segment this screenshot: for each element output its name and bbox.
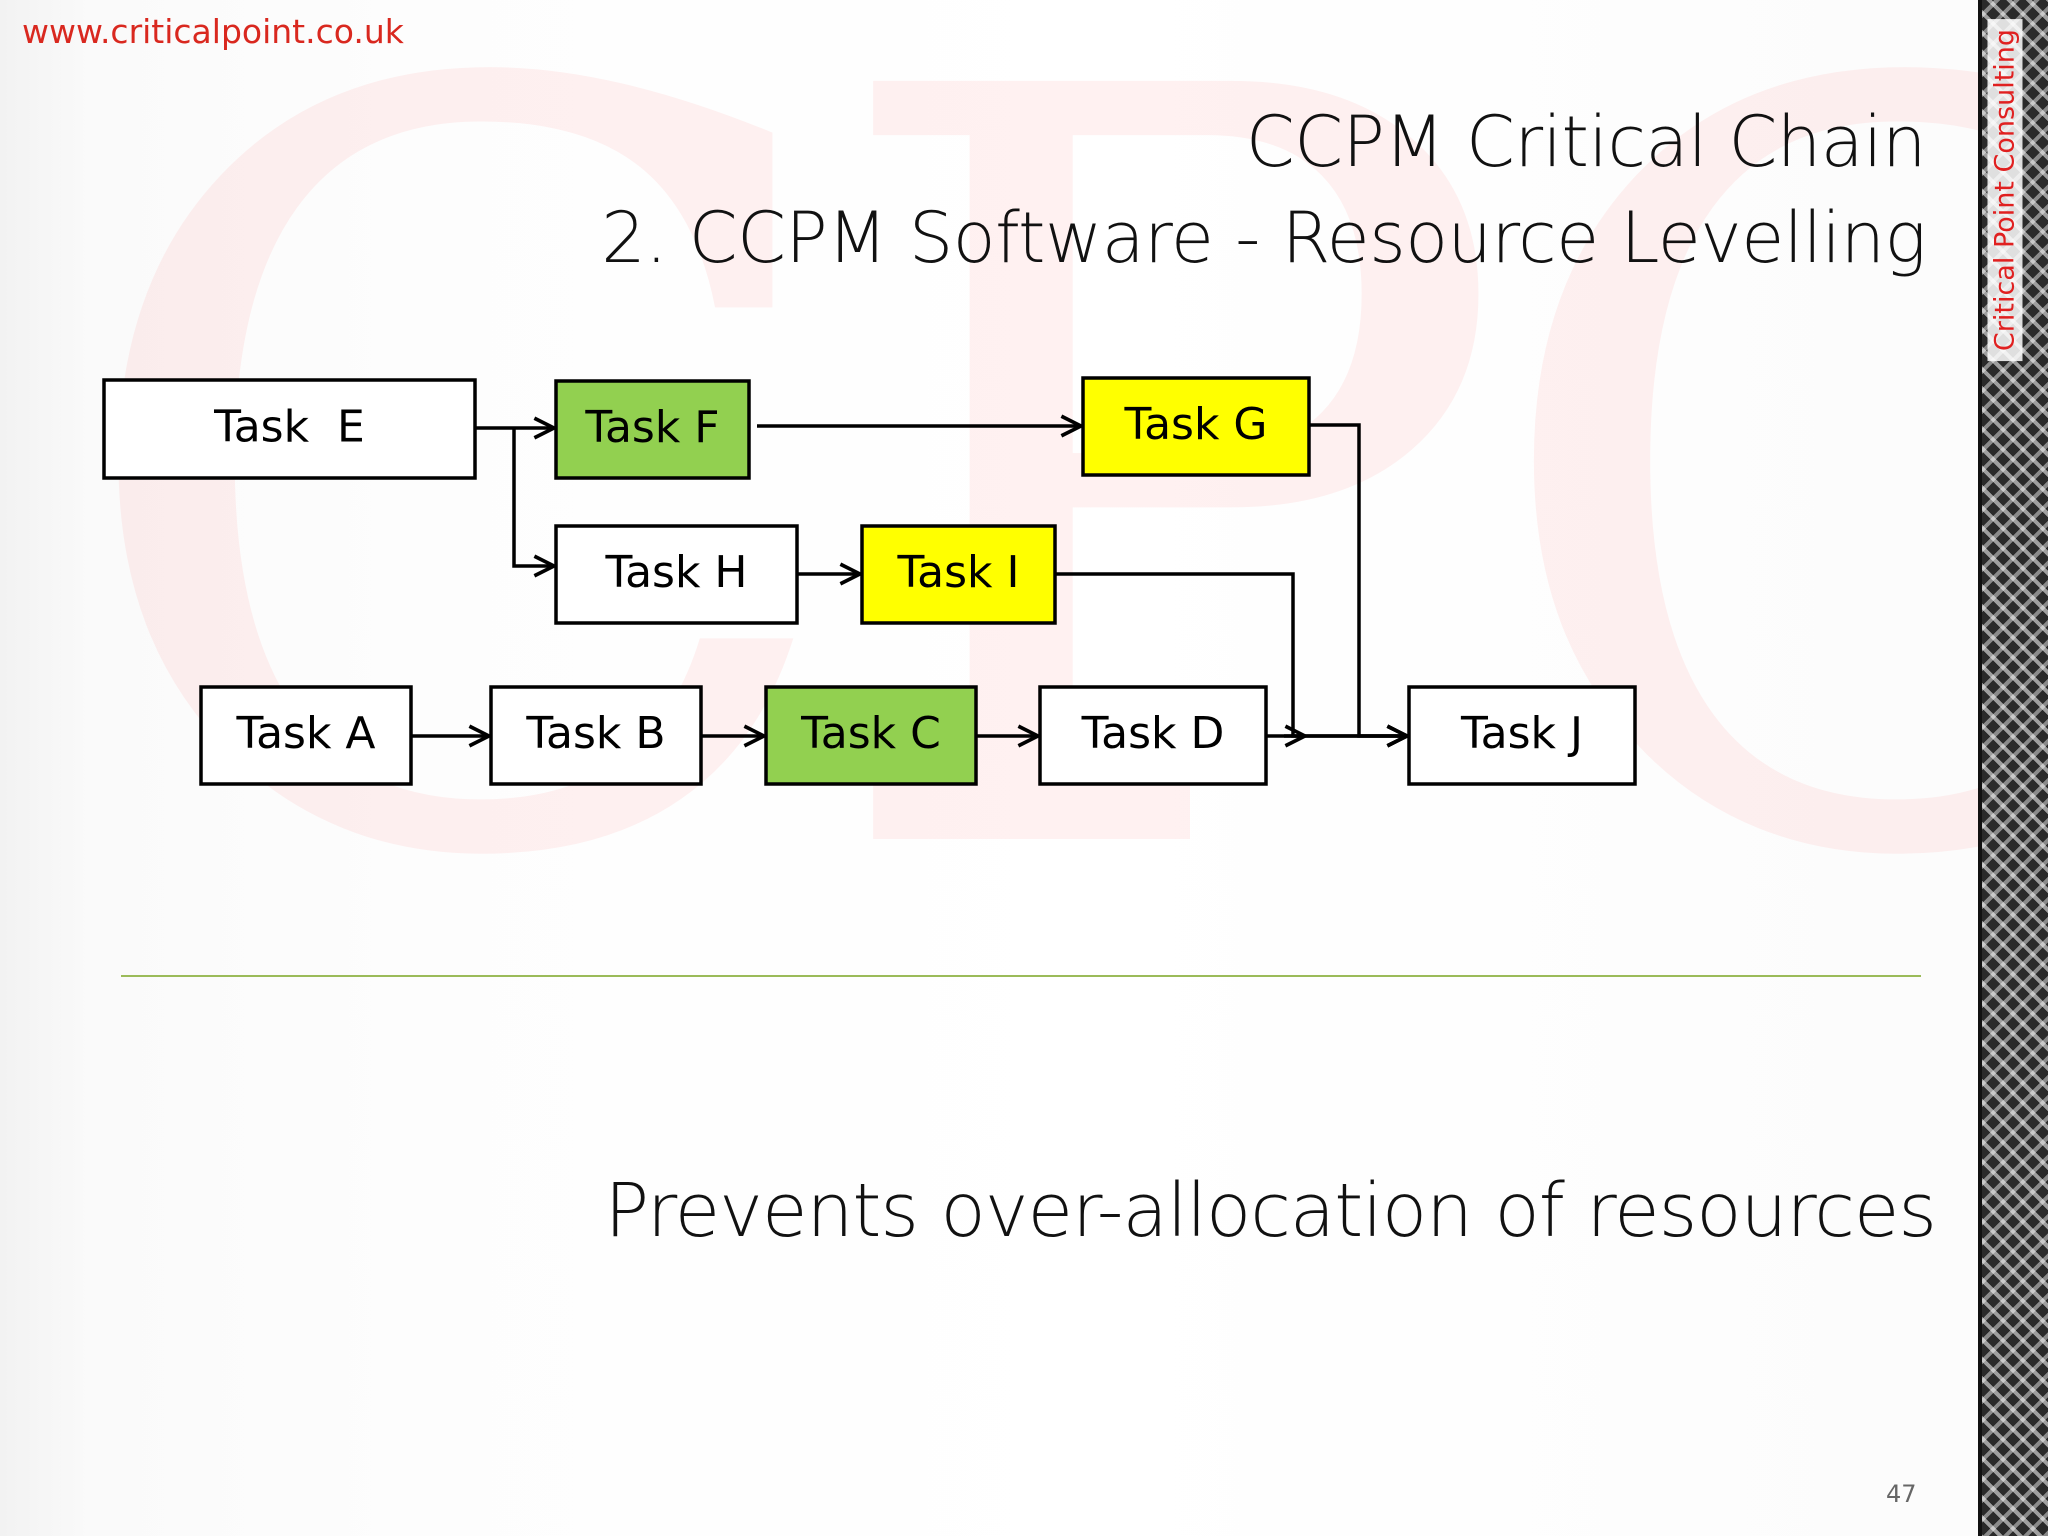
task-box-a	[199, 685, 413, 786]
task-label-g: Task G	[1123, 399, 1267, 450]
task-node-i: Task I	[860, 524, 1057, 625]
task-label-a: Task A	[235, 708, 375, 759]
website-link[interactable]: www.criticalpoint.co.uk	[22, 12, 404, 51]
task-box-d	[1038, 685, 1268, 786]
task-nodes: Task E Task F Task G Task H Task I Task A Task…	[102, 376, 1637, 786]
task-box-h	[554, 524, 799, 625]
slide-caption: Prevents over-allocation of resources	[604, 1168, 1937, 1254]
task-label-b: Task B	[525, 708, 665, 759]
task-label-e: Task E	[213, 402, 365, 453]
arrow-task-i-to-j	[1055, 572, 1407, 736]
task-box-c	[764, 685, 978, 786]
side-strip-edge	[1978, 0, 1982, 1536]
title-line-1: CCPM Critical Chain	[1245, 101, 1927, 183]
task-label-j: Task J	[1460, 708, 1583, 759]
task-node-b: Task B	[489, 685, 703, 786]
task-label-h: Task H	[604, 547, 747, 598]
task-node-g: Task G	[1081, 376, 1311, 477]
arrow-task-g-to-j	[1309, 423, 1407, 736]
task-node-f: Task F	[554, 379, 751, 480]
cpc-watermark: CPC	[60, 0, 2048, 1000]
decorative-side-strip	[1978, 0, 2048, 1536]
page-number: 47	[1886, 1480, 1917, 1508]
task-node-a: Task A	[199, 685, 413, 786]
task-node-d: Task D	[1038, 685, 1268, 786]
task-box-e	[102, 378, 477, 480]
company-side-label-text: Critical Point Consulting	[1987, 18, 2023, 362]
task-node-c: Task C	[764, 685, 978, 786]
arrow-task-e-to-h	[512, 428, 554, 566]
task-box-i	[860, 524, 1057, 625]
task-node-j: Task J	[1407, 685, 1637, 786]
task-label-i: Task I	[897, 547, 1020, 598]
task-label-c: Task C	[800, 708, 941, 759]
divider-line	[121, 975, 1921, 977]
task-node-e: Task E	[102, 378, 477, 480]
title-line-2: 2. CCPM Software - Resource Levelling	[601, 197, 1926, 279]
slide-title: CCPM Critical Chain 2. CCPM Software - R…	[601, 94, 1926, 286]
task-label-d: Task D	[1081, 708, 1225, 759]
task-box-b	[489, 685, 703, 786]
task-box-f	[554, 379, 751, 480]
task-node-h: Task H	[554, 524, 799, 625]
task-label-f: Task F	[584, 402, 719, 453]
task-box-j	[1407, 685, 1637, 786]
task-box-g	[1081, 376, 1311, 477]
dependency-arrows	[411, 425, 1407, 736]
